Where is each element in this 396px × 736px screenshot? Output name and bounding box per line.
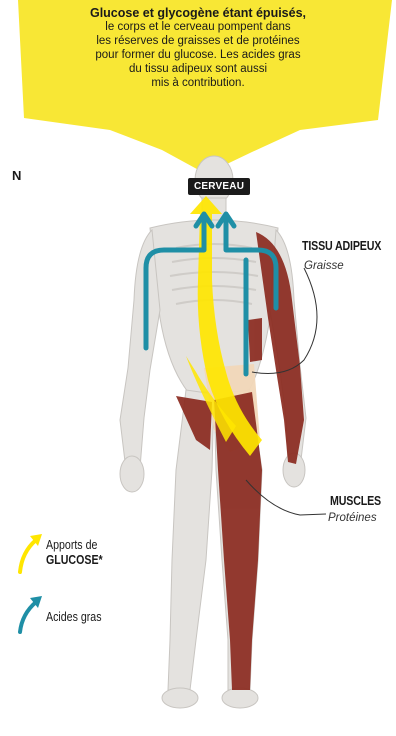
fatty-acid-legend-label: Acides gras (46, 610, 102, 625)
callout-line: le corps et le cerveau pompent dans (30, 20, 366, 34)
glucose-legend-arrow-icon (20, 534, 42, 572)
callout-title: Glucose et glycogène étant épuisés, (30, 6, 366, 20)
glucose-legend-line2: GLUCOSE* (46, 553, 103, 568)
callout-text: Glucose et glycogène étant épuisés, le c… (30, 6, 366, 90)
adipose-tissue-label: TISSU ADIPEUX (302, 238, 381, 253)
brain-label-tag: CERVEAU (188, 178, 250, 195)
callout-line: les réserves de graisses et de protéines (30, 34, 366, 48)
glucose-legend-label: Apports de GLUCOSE* (46, 538, 103, 568)
muscles-sublabel: Protéines (328, 512, 377, 524)
callout-line: du tissu adipeux sont aussi (30, 62, 366, 76)
callout-line: mis à contribution. (30, 76, 366, 90)
glucose-legend-line1: Apports de (46, 538, 97, 552)
human-figure (120, 156, 306, 708)
muscles-label: MUSCLES (330, 493, 381, 508)
callout-line: pour former du glucose. Les acides gras (30, 48, 366, 62)
fatty-acid-legend-arrow-icon (20, 596, 42, 632)
cropped-edge-letter: N (12, 168, 21, 183)
adipose-tissue-sublabel: Graisse (304, 260, 344, 272)
